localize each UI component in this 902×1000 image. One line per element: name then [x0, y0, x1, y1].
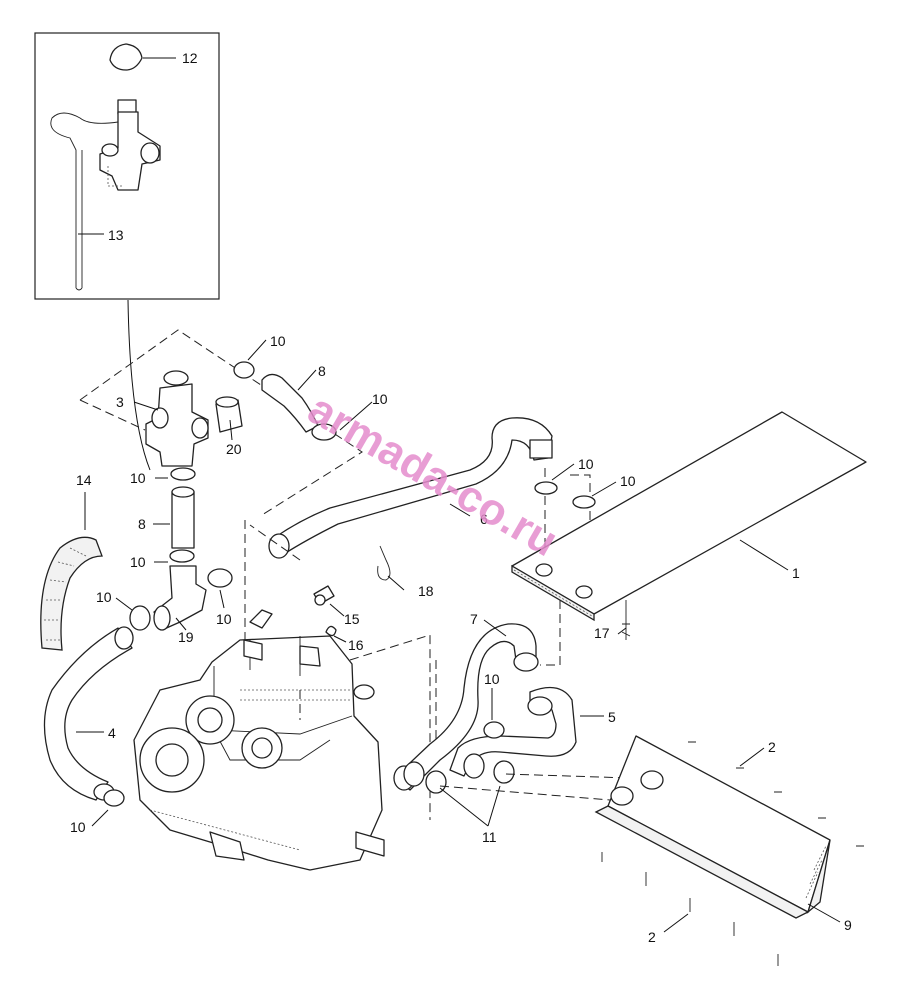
engine-block-part — [133, 609, 385, 871]
callout-10c: 10 — [130, 470, 146, 486]
elbow-hose-part — [129, 565, 233, 631]
corrugated-hose-part — [40, 536, 103, 651]
coolant-tee-part — [145, 370, 209, 467]
callout-3: 3 — [116, 394, 124, 410]
mounting-bracket-part — [594, 735, 831, 919]
vertical-hose-part — [169, 467, 196, 563]
inset-tee-part — [99, 99, 161, 191]
screw-part — [621, 600, 631, 640]
callout-15: 15 — [344, 611, 360, 627]
callout-2b: 2 — [648, 929, 656, 945]
callout-20: 20 — [226, 441, 242, 457]
callout-6: 6 — [480, 511, 488, 527]
long-hose-part — [268, 417, 553, 559]
pressure-cap-part — [109, 43, 143, 71]
callout-10g: 10 — [578, 456, 594, 472]
callout-labels: 12 13 10 8 10 3 20 10 14 8 10 10 10 19 1… — [70, 50, 852, 945]
callout-13: 13 — [108, 227, 124, 243]
callout-1: 1 — [792, 565, 800, 581]
callout-9: 9 — [844, 917, 852, 933]
o-ring-part — [425, 770, 447, 794]
watermark-text: armada-co.ru — [300, 384, 566, 566]
callout-7: 7 — [470, 611, 478, 627]
callout-4: 4 — [108, 725, 116, 741]
callout-10f: 10 — [216, 611, 232, 627]
callout-18: 18 — [418, 583, 434, 599]
callout-10e: 10 — [96, 589, 112, 605]
short-hose-part — [215, 396, 243, 433]
callout-17: 17 — [594, 625, 610, 641]
callout-11: 11 — [482, 829, 497, 845]
callout-10d: 10 — [130, 554, 146, 570]
clip-part — [377, 545, 391, 581]
hose-7-part — [393, 623, 539, 791]
callout-10a: 10 — [270, 333, 286, 349]
overflow-hose-part — [50, 112, 119, 288]
inset-detail-box — [34, 32, 220, 300]
lower-left-hose-part — [43, 626, 134, 807]
callout-10j: 10 — [484, 671, 500, 687]
callout-16: 16 — [348, 637, 364, 653]
upper-hose-part — [233, 361, 337, 441]
callout-8b: 8 — [138, 516, 146, 532]
callout-5: 5 — [608, 709, 616, 725]
callout-12: 12 — [182, 50, 198, 66]
callout-8a: 8 — [318, 363, 326, 379]
callout-10b: 10 — [372, 391, 388, 407]
screws-part — [601, 741, 864, 966]
callout-2a: 2 — [768, 739, 776, 755]
clamp-part — [534, 481, 558, 495]
heat-exchanger-part — [511, 411, 867, 622]
callout-19: 19 — [178, 629, 194, 645]
fitting-part — [313, 585, 337, 637]
callout-14: 14 — [76, 472, 92, 488]
callout-10h: 10 — [620, 473, 636, 489]
callout-10i: 10 — [70, 819, 86, 835]
hose-5-part — [449, 686, 577, 779]
leader-lines — [76, 57, 841, 933]
